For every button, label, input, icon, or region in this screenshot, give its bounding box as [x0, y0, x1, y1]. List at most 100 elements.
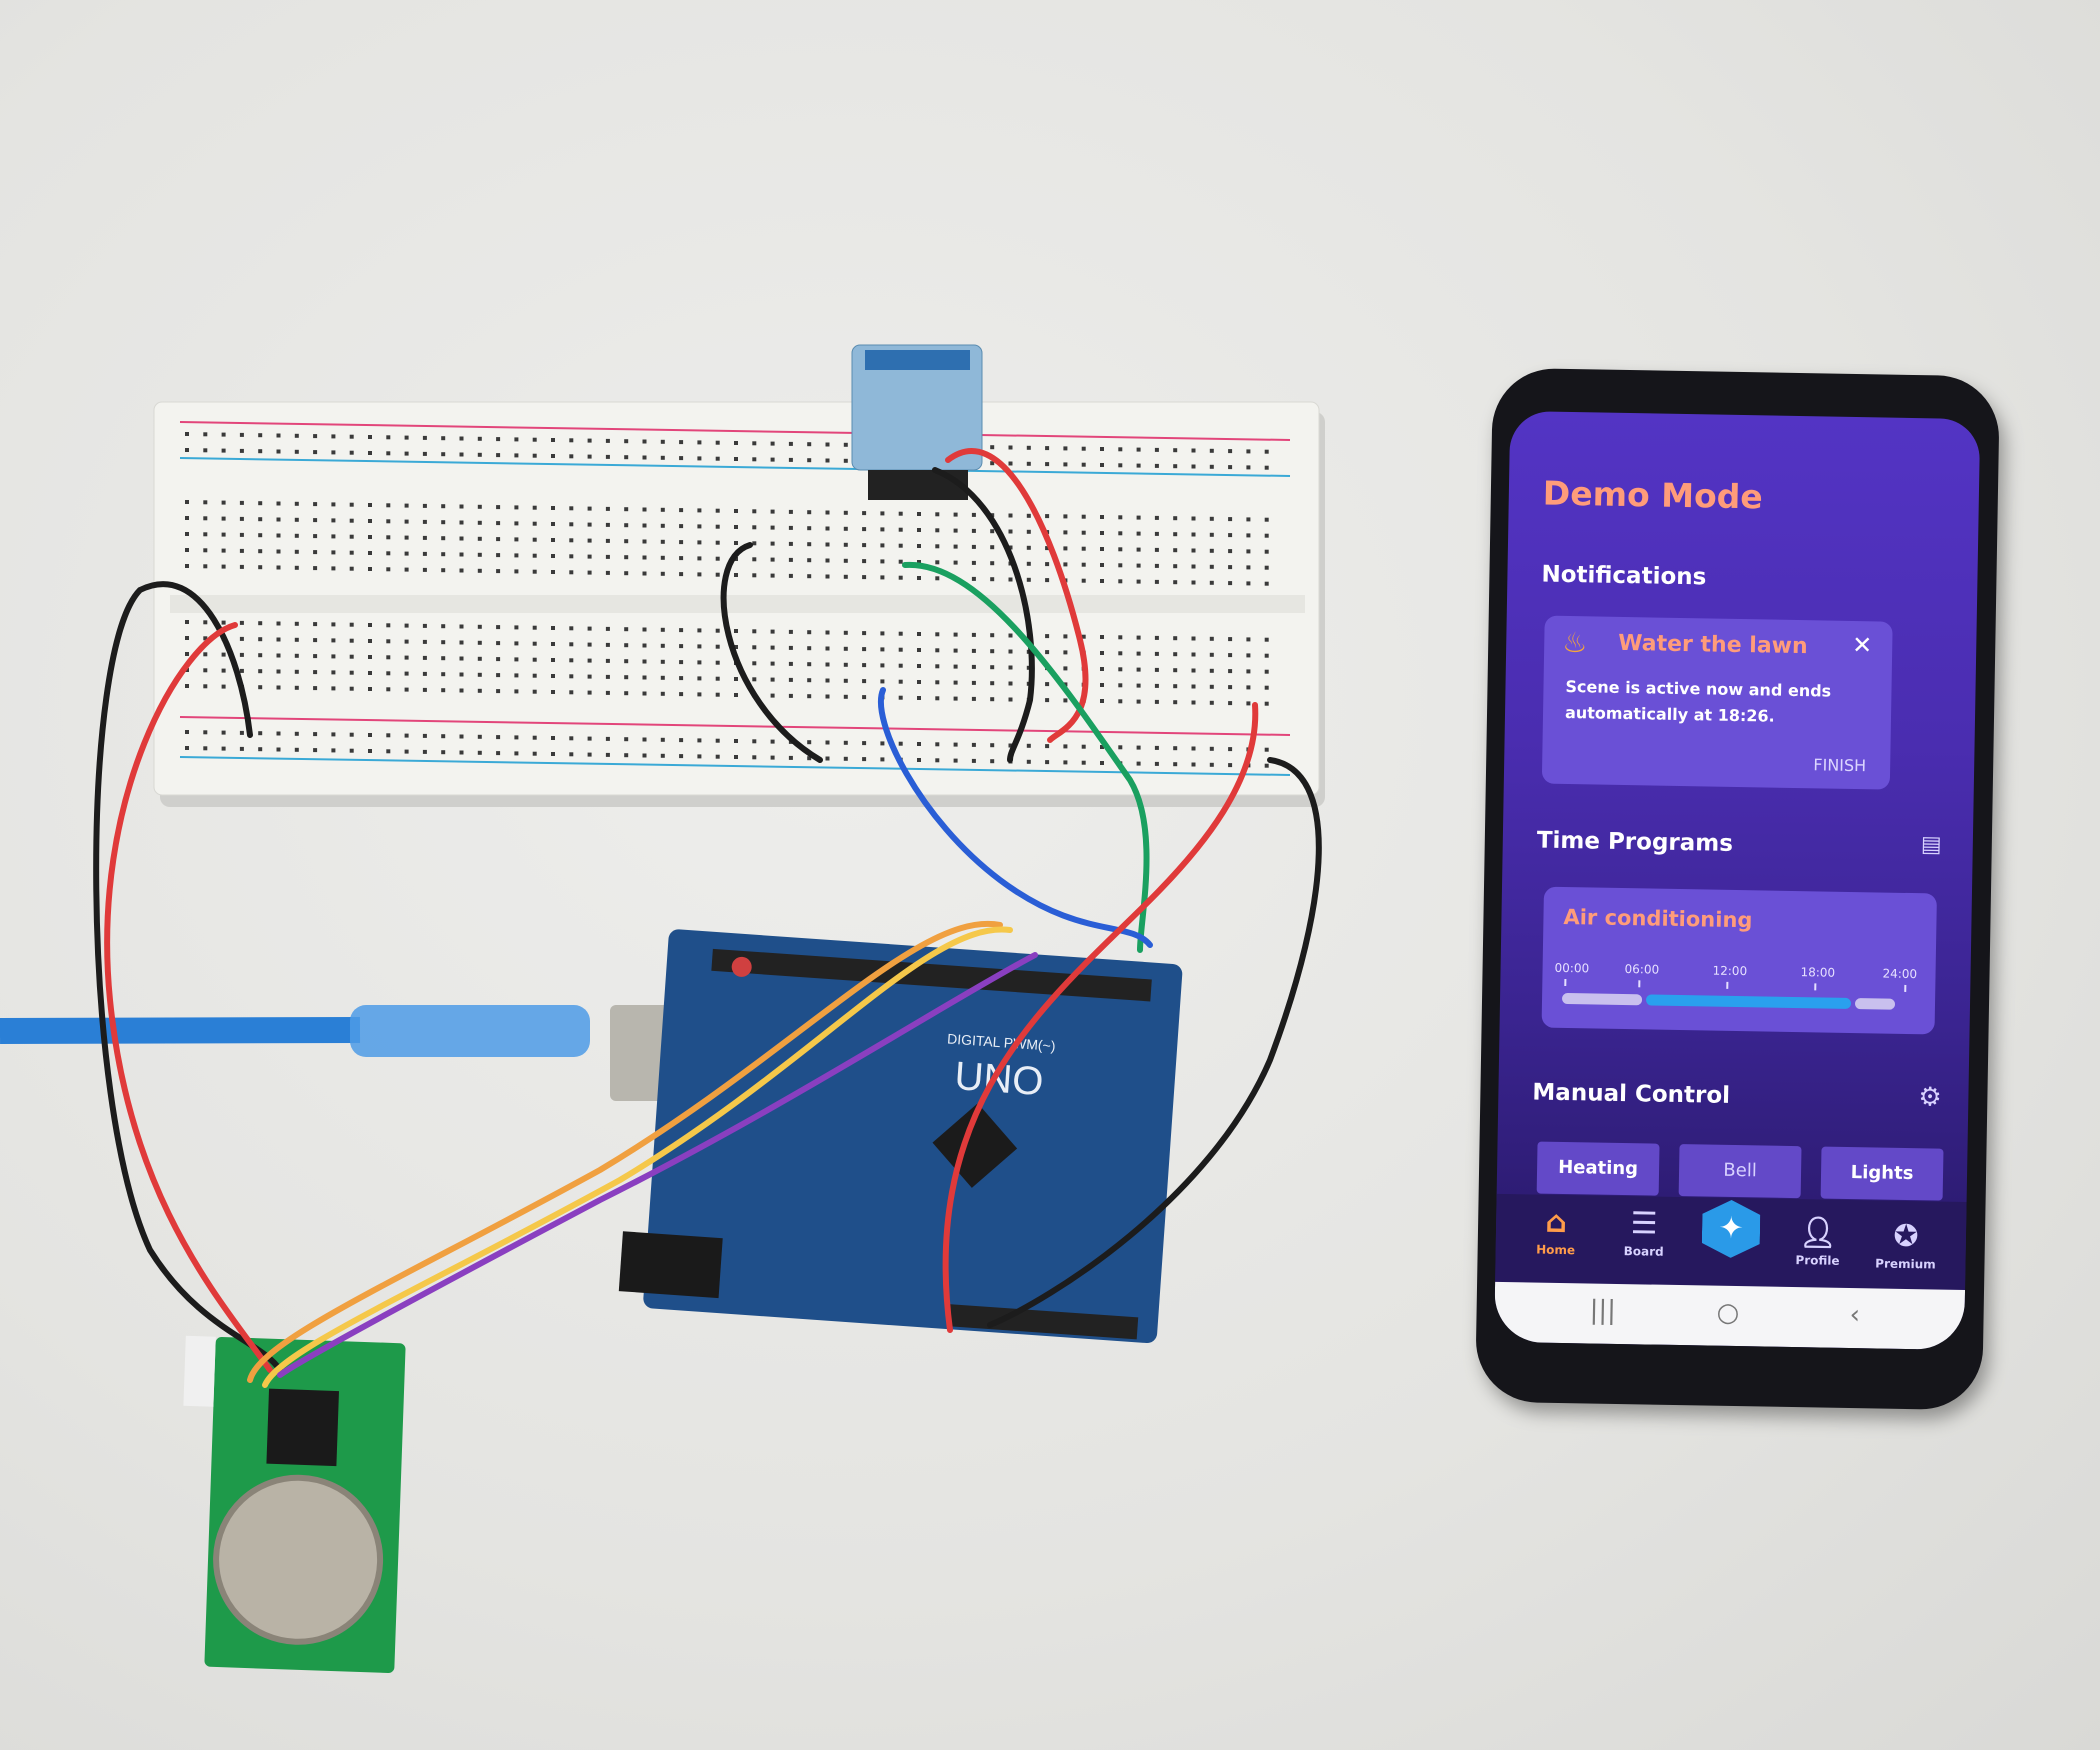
breadboard-hole — [386, 733, 391, 738]
gear-icon[interactable]: ⚙ — [1918, 1082, 1942, 1113]
breadboard-hole — [258, 449, 263, 454]
nav-magic[interactable]: ✦ — [1691, 1199, 1772, 1258]
home-button[interactable]: ○ — [1716, 1297, 1740, 1329]
breadboard-hole — [880, 511, 885, 516]
finish-button[interactable]: FINISH — [1813, 755, 1867, 776]
program-card[interactable]: Air conditioning 00:00 06:00 12:00 18:00… — [1541, 886, 1937, 1035]
breadboard-hole — [239, 620, 244, 625]
breadboard-hole — [788, 557, 793, 562]
breadboard-hole — [660, 523, 665, 528]
breadboard-hole — [551, 674, 555, 678]
breadboard-hole — [807, 442, 812, 447]
close-icon[interactable]: ✕ — [1851, 630, 1873, 660]
breadboard-hole — [477, 672, 482, 677]
breadboard-hole — [514, 641, 519, 646]
breadboard-hole — [258, 433, 263, 438]
breadboard-hole — [971, 742, 976, 747]
breadboard-hole — [422, 655, 427, 660]
breadboard-hole — [605, 690, 610, 695]
breadboard-hole — [1264, 549, 1269, 554]
breadboard-hole — [386, 535, 391, 540]
breadboard-hole — [441, 504, 446, 509]
breadboard-hole — [843, 662, 848, 667]
breadboard-hole — [294, 685, 299, 690]
breadboard-hole — [697, 572, 702, 577]
breadboard-hole — [825, 574, 830, 579]
breadboard-hole — [752, 441, 757, 446]
breadboard-hole — [880, 575, 885, 580]
nav-home[interactable]: ⌂Home — [1516, 1202, 1597, 1258]
breadboard-hole — [404, 671, 409, 676]
breadboard-hole — [697, 456, 702, 461]
breadboard-hole — [1191, 448, 1196, 453]
recent-apps-button[interactable]: ||| — [1589, 1295, 1617, 1326]
breadboard-hole — [1191, 548, 1196, 553]
breadboard-hole — [313, 502, 318, 507]
breadboard-hole — [1100, 447, 1104, 451]
breadboard-hole — [679, 440, 684, 445]
breadboard-hole — [624, 439, 629, 444]
breadboard-hole — [569, 454, 574, 459]
breadboard-hole — [313, 450, 318, 455]
nav-profile[interactable]: 👤︎Profile — [1777, 1213, 1858, 1268]
breadboard-hole — [368, 503, 372, 507]
breadboard-hole — [349, 534, 354, 539]
breadboard-hole — [715, 508, 720, 513]
breadboard-hole — [404, 567, 409, 572]
breadboard-hole — [898, 647, 903, 652]
nav-board[interactable]: ☰Board — [1604, 1204, 1685, 1259]
nav-premium[interactable]: ✪Premium — [1865, 1216, 1946, 1272]
breadboard-hole — [587, 570, 592, 575]
breadboard-hole — [551, 506, 555, 510]
add-program-icon[interactable]: ▤ — [1920, 832, 1942, 858]
breadboard-hole — [990, 665, 995, 670]
breadboard-hole — [532, 673, 537, 678]
timeline-inactive-segment — [1854, 998, 1896, 1010]
breadboard-hole — [953, 632, 958, 637]
lights-button[interactable]: Lights — [1820, 1146, 1944, 1201]
breadboard-hole — [569, 506, 574, 511]
breadboard-hole — [331, 566, 336, 571]
breadboard-hole — [422, 435, 427, 440]
breadboard-hole — [898, 631, 903, 636]
breadboard-hole — [880, 741, 885, 746]
breadboard-hole — [569, 538, 574, 543]
breadboard-hole — [917, 696, 921, 700]
breadboard-hole — [1228, 637, 1233, 642]
breadboard-hole — [276, 653, 281, 658]
breadboard-hole — [1246, 581, 1251, 586]
breadboard-hole — [1228, 701, 1233, 706]
breadboard-hole — [752, 755, 757, 760]
breadboard-hole — [715, 572, 720, 577]
breadboard-hole — [1173, 548, 1178, 553]
heating-button[interactable]: Heating — [1536, 1141, 1660, 1196]
breadboard-hole — [276, 621, 281, 626]
breadboard-hole — [532, 537, 537, 542]
breadboard-hole — [1264, 449, 1269, 454]
breadboard-hole — [386, 519, 391, 524]
breadboard-hole — [477, 656, 482, 661]
breadboard-hole — [605, 736, 610, 741]
breadboard-hole — [1228, 685, 1233, 690]
back-button[interactable]: ‹ — [1849, 1300, 1861, 1331]
breadboard-hole — [990, 743, 995, 748]
breadboard-hole — [770, 739, 775, 744]
manual-control-heading: Manual Control — [1532, 1079, 1731, 1109]
breadboard-hole — [258, 501, 263, 506]
notification-card: ♨ Water the lawn ✕ Scene is active now a… — [1541, 615, 1893, 790]
breadboard-hole — [331, 670, 336, 675]
breadboard-hole — [679, 660, 684, 665]
breadboard-hole — [917, 664, 921, 668]
breadboard-hole — [477, 624, 482, 629]
bell-button[interactable]: Bell — [1678, 1144, 1802, 1199]
breadboard-hole — [734, 677, 738, 681]
breadboard-hole — [532, 521, 537, 526]
breadboard-hole — [551, 752, 555, 756]
breadboard-hole — [1264, 763, 1269, 768]
breadboard-hole — [441, 552, 446, 557]
breadboard-hole — [788, 573, 793, 578]
breadboard-hole — [990, 529, 995, 534]
breadboard-hole — [551, 626, 555, 630]
breadboard-hole — [734, 629, 738, 633]
nav-label: Board — [1623, 1244, 1664, 1259]
